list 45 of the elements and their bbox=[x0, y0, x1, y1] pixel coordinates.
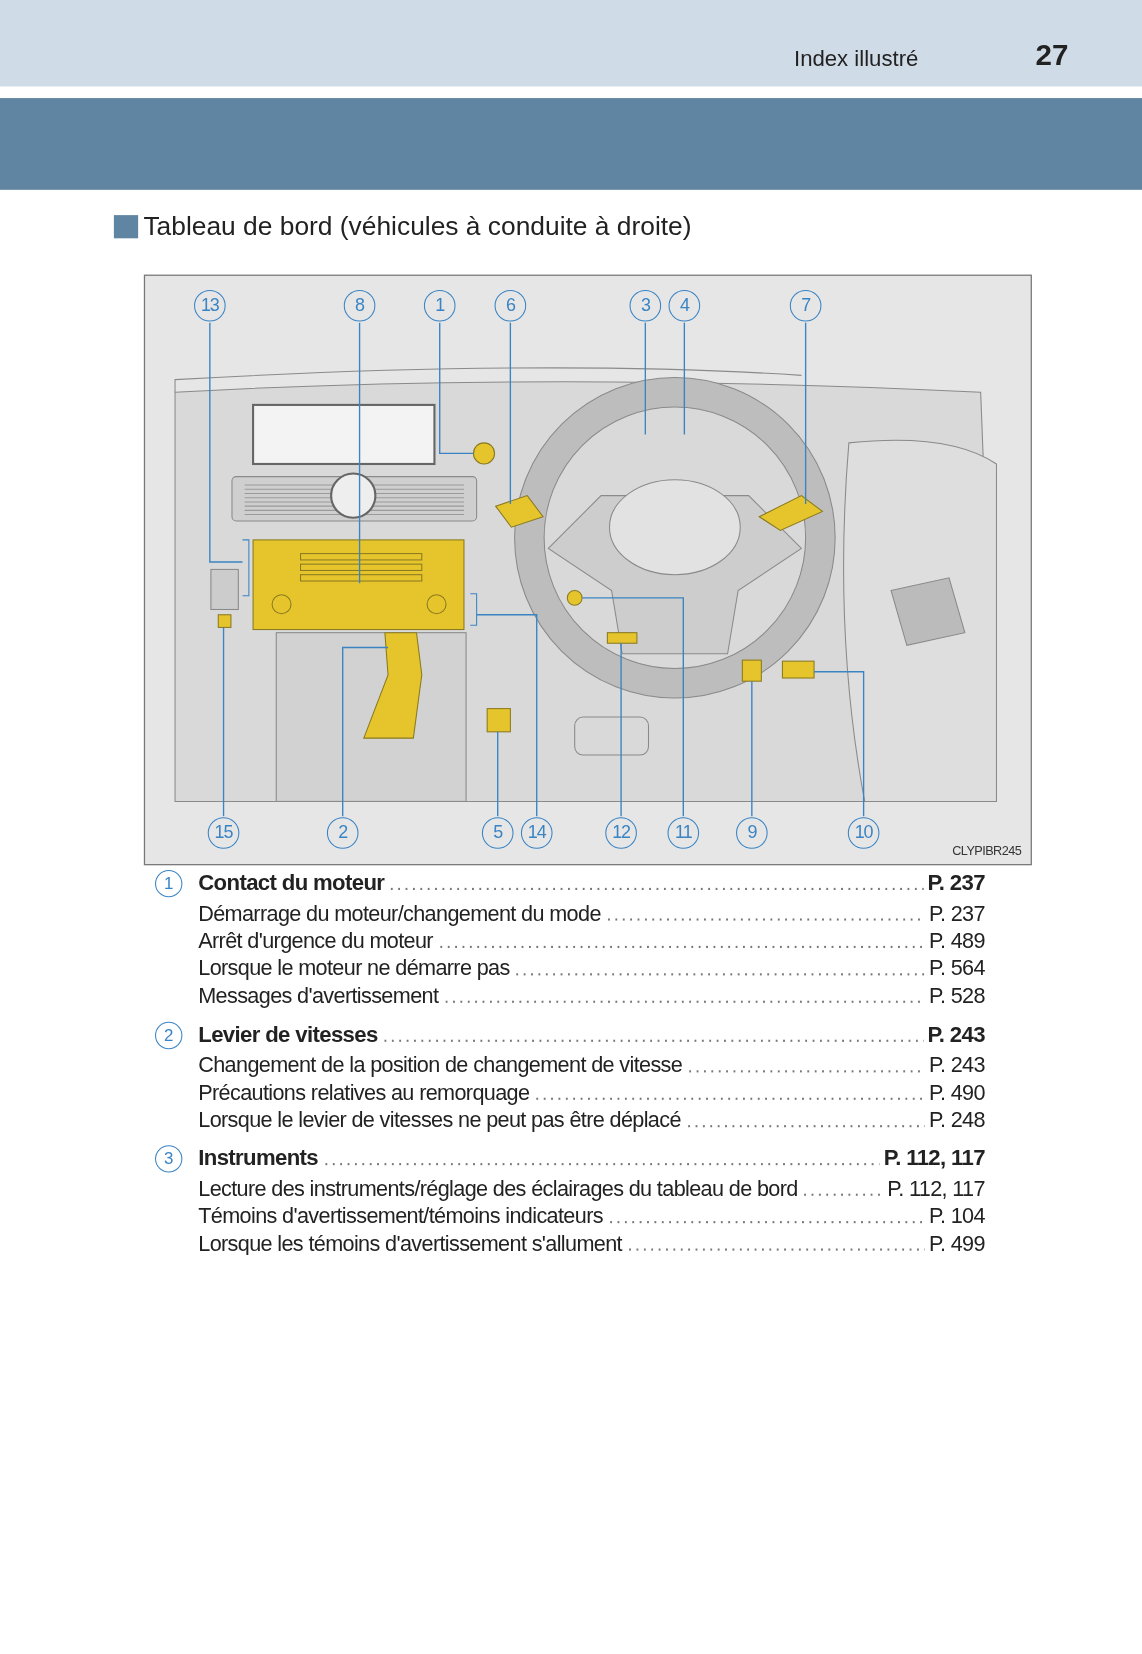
leader-line bbox=[804, 322, 807, 505]
page-reference: P. 528 bbox=[928, 982, 985, 1009]
leader-line bbox=[751, 680, 753, 817]
leader-line bbox=[222, 626, 225, 817]
leader-line bbox=[475, 614, 538, 817]
leader-line bbox=[813, 671, 865, 817]
item-entry: Lecture des instruments/réglage des éclairages du tableau de bord bbox=[198, 1175, 798, 1202]
page-reference: P. 243 bbox=[927, 1021, 985, 1048]
leader-line bbox=[358, 322, 361, 584]
item-entry: Témoins d'avertissement/témoins indicateurs bbox=[198, 1203, 603, 1229]
item-entry: Lorsque les témoins d'avertissement s'allument bbox=[198, 1230, 622, 1256]
leader-line bbox=[439, 322, 475, 455]
leader-line bbox=[509, 322, 512, 505]
item-entry: Changement de la position de changement de vitesse bbox=[198, 1052, 683, 1078]
leader-line bbox=[683, 322, 686, 436]
page-reference: P. 237 bbox=[927, 869, 985, 896]
item-heading: Contact du moteur bbox=[198, 869, 385, 896]
item-heading: Instruments bbox=[198, 1145, 318, 1171]
running-head: Index illustré bbox=[794, 46, 919, 72]
item-entry: Arrêt d'urgence du moteur bbox=[198, 927, 433, 954]
leader-line bbox=[644, 322, 647, 436]
leader-line bbox=[342, 646, 389, 817]
item-entry: Précautions relatives au remorquage bbox=[198, 1079, 530, 1106]
page-reference: P. 248 bbox=[928, 1107, 985, 1133]
leader-line bbox=[581, 597, 684, 817]
page-reference: P. 104 bbox=[928, 1203, 985, 1229]
leader-line bbox=[497, 731, 499, 817]
page-reference: P. 490 bbox=[928, 1079, 985, 1106]
page-reference: P. 499 bbox=[928, 1230, 985, 1256]
leader-line bbox=[620, 642, 622, 817]
page-reference: P. 112, 117 bbox=[883, 1145, 985, 1171]
page-reference: P. 112, 117 bbox=[887, 1175, 985, 1202]
page-reference: P. 237 bbox=[928, 900, 985, 926]
page-number: 27 bbox=[1035, 39, 1069, 73]
image-code: CLYPIBR245 bbox=[952, 843, 1022, 859]
section-title: Tableau de bord (véhicules à conduite à droite) bbox=[143, 210, 692, 242]
item-entry: Démarrage du moteur/changement du mode bbox=[198, 900, 601, 926]
item-entry: Lorsque le moteur ne démarre pas bbox=[198, 955, 510, 981]
page-reference: P. 243 bbox=[928, 1052, 985, 1078]
leader-line bbox=[209, 322, 244, 563]
page-reference: P. 489 bbox=[928, 927, 985, 954]
page-reference: P. 564 bbox=[928, 955, 985, 981]
item-entry: Lorsque le levier de vitesses ne peut pas être déplacé bbox=[198, 1107, 681, 1133]
item-entry: Messages d'avertissement bbox=[198, 982, 439, 1009]
item-heading: Levier de vitesses bbox=[198, 1021, 378, 1048]
